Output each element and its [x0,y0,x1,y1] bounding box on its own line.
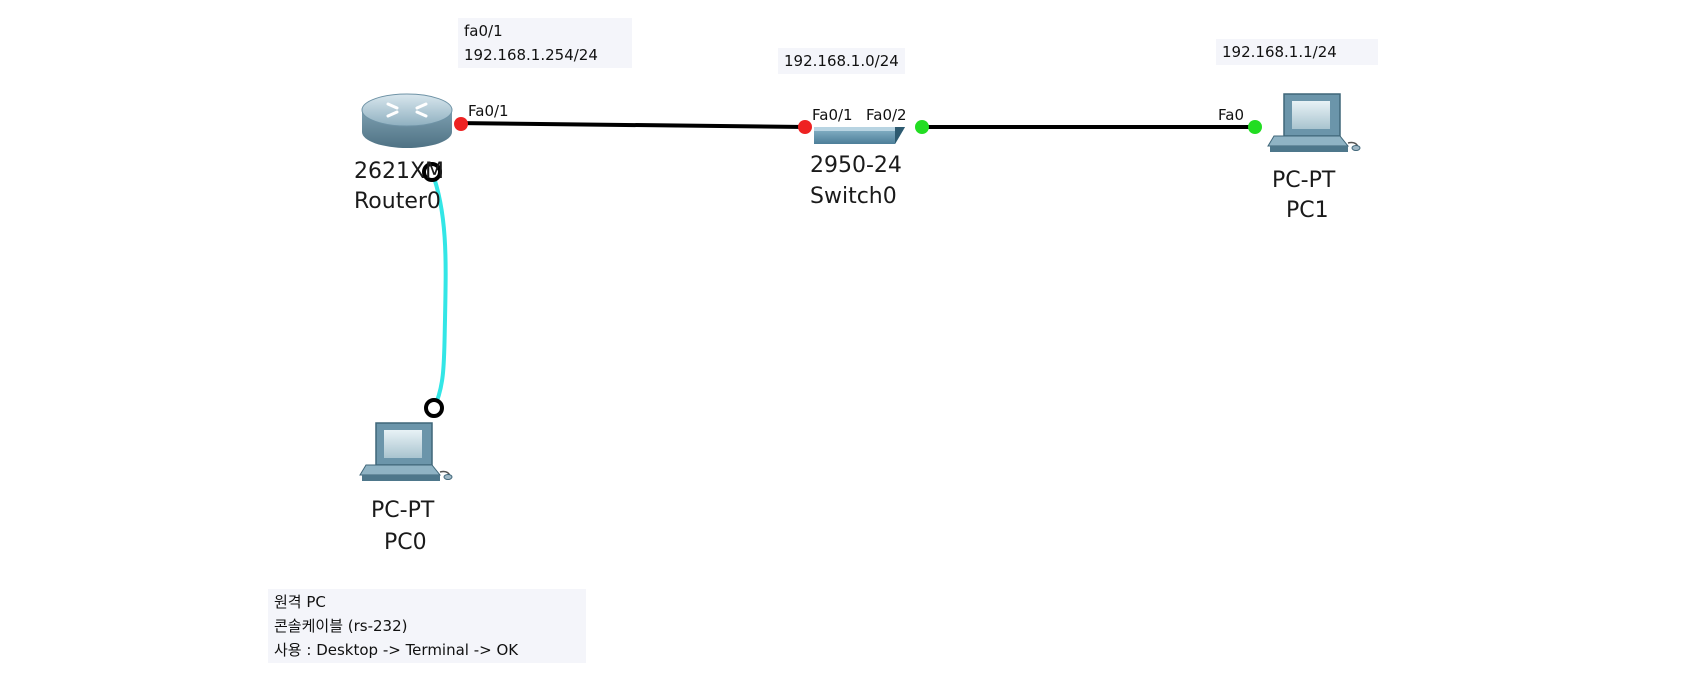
pc0-model-label: PC-PT [371,498,435,523]
pc1-name-label: PC1 [1286,198,1329,223]
router-port-note-line2: 192.168.1.254/24 [464,46,598,64]
pc0-computer-icon[interactable] [359,422,453,481]
switch-icon[interactable] [814,127,905,144]
pc1-port-status-light [1248,120,1262,134]
console-note: 원격 PC 콘솔케이블 (rs-232) 사용 : Desktop -> Termi… [268,589,586,663]
switch-port1-status-light [798,120,812,134]
network-note: 192.168.1.0/24 [778,48,905,74]
switch-port1-label: Fa0/1 [812,106,853,124]
switch-model-label: 2950-24 [810,153,902,178]
network-note-text: 192.168.1.0/24 [784,52,899,70]
router-name-label: Router0 [354,189,441,214]
console-cable[interactable] [430,171,448,409]
console-note-line1: 원격 PC [274,593,326,611]
console-connector-router [422,162,442,182]
pc1-computer-icon[interactable] [1267,93,1361,152]
console-note-line3: 사용 : Desktop -> Terminal -> OK [274,641,519,659]
router-icon[interactable] [361,93,453,148]
link-router-switch[interactable] [454,121,806,129]
pc0-name-label: PC0 [384,530,427,555]
console-note-line2: 콘솔케이블 (rs-232) [274,617,408,635]
pc1-ip-note: 192.168.1.1/24 [1216,39,1378,65]
switch-port2-label: Fa0/2 [866,106,907,124]
console-connector-pc0 [424,398,444,418]
router-port-note-line1: fa0/1 [464,22,503,40]
router-port-label: Fa0/1 [468,102,509,120]
router-port-note: fa0/1 192.168.1.254/24 [458,18,632,68]
router-port-status-light [454,117,468,131]
router-model-label: 2621XM [354,159,444,184]
switch-name-label: Switch0 [810,184,897,209]
switch-port2-status-light [915,120,929,134]
pc1-model-label: PC-PT [1272,168,1336,193]
pc1-port-label: Fa0 [1218,106,1244,124]
pc1-ip-note-text: 192.168.1.1/24 [1222,43,1337,61]
